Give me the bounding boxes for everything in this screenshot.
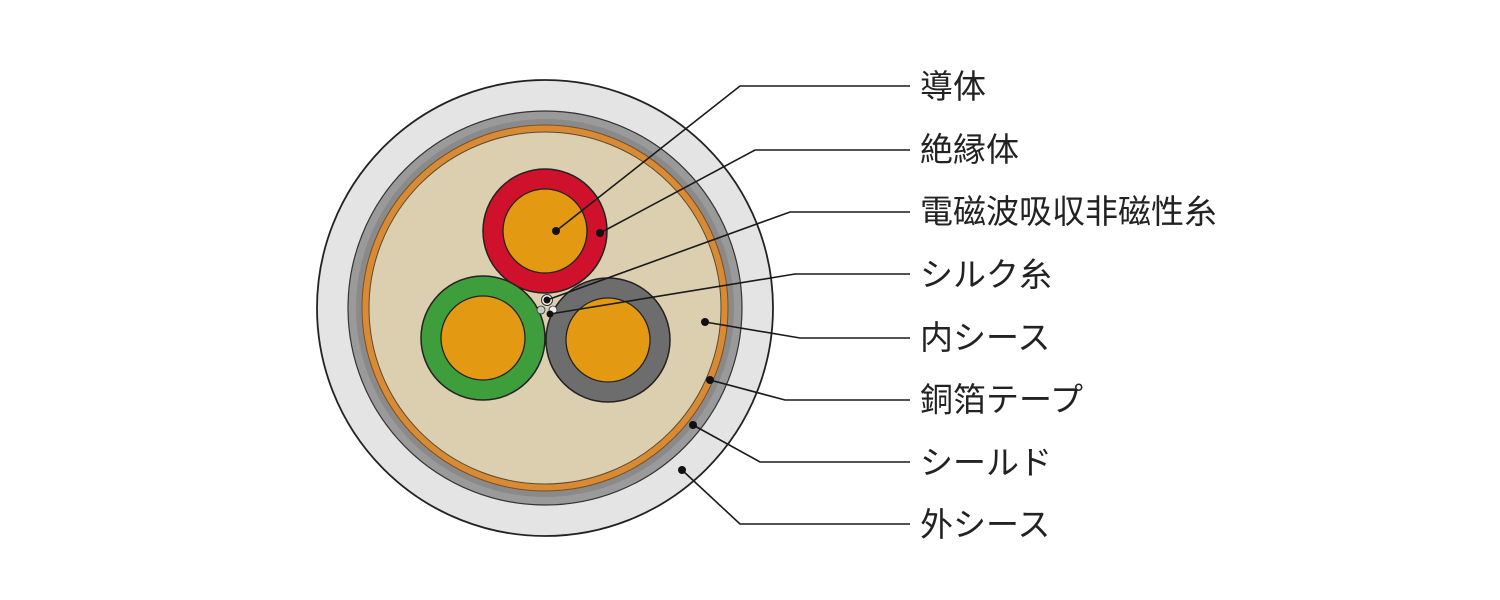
label-inner-sheath: 内シース [920,318,1050,357]
emi-yarn-strand [536,305,546,315]
cable-cross-section [316,79,774,537]
leader-copper-tape [709,379,910,401]
leader-inner-sheath [704,321,910,339]
leader-dot-shield [689,421,697,429]
leader-dot-silk-yarn [546,310,554,318]
core-gray [545,277,671,403]
leader-outer-sheath [681,469,910,525]
leader-shield [692,424,910,463]
core-green [420,275,546,401]
leader-silk-yarn [549,273,910,315]
core-red [482,168,608,294]
component-labels: 導体 絶縁体 電磁波吸収非磁性糸 シルク糸 内シース 銅箔テープ シールド 外シ… [920,67,1217,544]
leader-dot-copper-tape [706,376,714,384]
leader-dot-inner-sheath [701,318,709,326]
leader-dot-insulation [596,229,604,237]
label-silk-yarn: シルク糸 [920,255,1052,294]
leader-dot-outer-sheath [678,466,686,474]
conductor-red-core [502,188,588,274]
conductor-gray-core [565,297,651,383]
label-shield: シールド [920,443,1052,482]
leader-lines [543,85,910,525]
leader-conductor [555,85,910,232]
label-outer-sheath: 外シース [920,505,1050,544]
label-conductor: 導体 [920,67,986,106]
leader-insulation [599,149,910,234]
label-insulation: 絶縁体 [920,130,1019,169]
leader-dot-emi-yarn [543,296,551,304]
leader-dot-conductor [552,227,560,235]
label-copper-tape: 銅箔テープ [920,380,1083,419]
conductor-green-core [440,295,526,381]
leader-emi-yarn [546,211,910,301]
label-emi-yarn: 電磁波吸収非磁性糸 [920,192,1217,231]
